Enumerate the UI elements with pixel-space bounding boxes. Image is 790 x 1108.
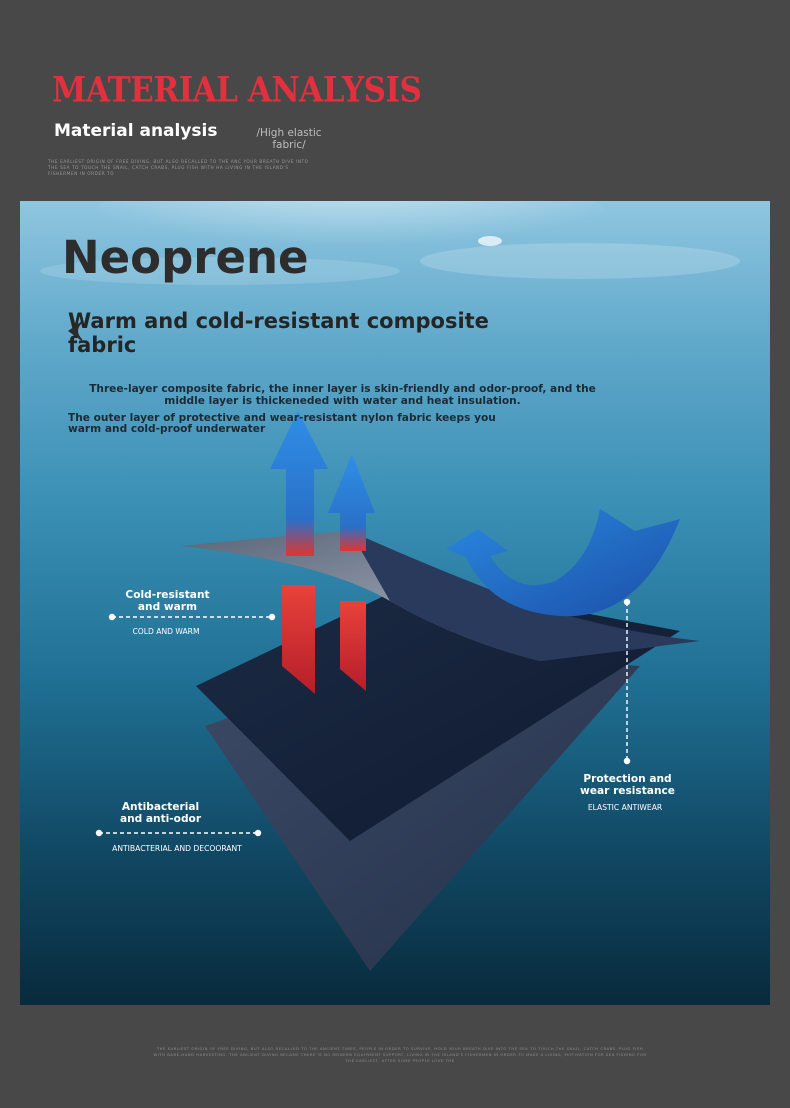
callout-protect-caption: ELASTIC ANTIWEAR [587,803,663,812]
fabric-illustration [40,201,740,971]
warm-arrow-icon [328,454,375,551]
fabric-tag: /High elastic fabric/ [256,127,322,151]
heat-bar-right [340,601,366,691]
callout-anti-caption: ANTIBACTERIAL AND DECOORANT [112,844,242,853]
callout-lines [95,598,631,837]
callout-protect-title: Protection and wear resistance [580,773,675,797]
description-paragraph-1: Three-layer composite fabric, the inner … [89,383,596,407]
footer-fine-print: The earliest origin of free diving, but … [153,1046,647,1063]
header-fine-print: The earliest origin of free diving, but … [48,159,309,176]
callout-anti-title: Antibacterial and anti-odor [119,801,202,825]
hero-subheading: Warm and cold-resistant composite fabric [68,309,489,357]
fish-icon [68,321,82,341]
page-title: MATERIAL ANALYSIS [52,70,422,111]
heat-bar-left [282,585,315,694]
recycle-arrow-icon [446,509,680,617]
warm-arrow-icon [270,411,328,556]
section-subtitle: Material analysis [54,121,218,141]
hero-heading: Neoprene [62,231,309,284]
callout-cold-title: Cold-resistant and warm [125,589,210,613]
description-paragraph-2: The outer layer of protective and wear-r… [68,412,496,435]
callout-cold-caption: COLD AND WARM [132,627,200,636]
hero-panel: Neoprene Warm and cold-resistant composi… [20,201,770,1005]
